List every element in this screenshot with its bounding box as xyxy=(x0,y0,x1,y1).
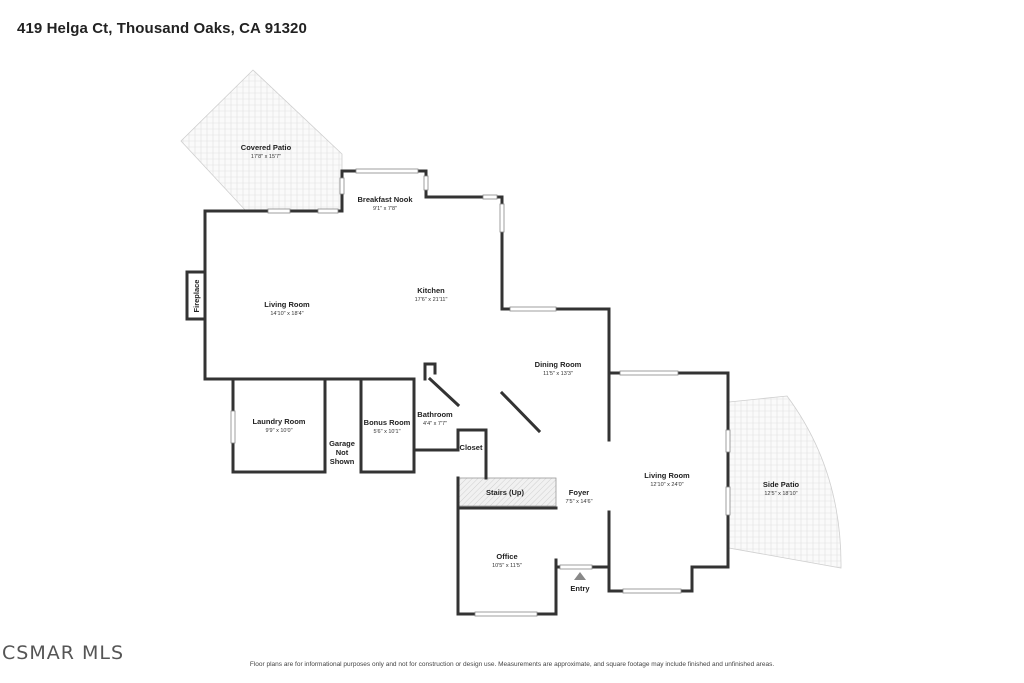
entry-label: Entry xyxy=(570,584,590,593)
bonus-room-name: Bonus Room xyxy=(364,418,411,427)
laundry-room-name: Laundry Room xyxy=(253,417,306,426)
garage-line2: Not xyxy=(336,448,349,457)
bathroom-dims: 4'4" x 7'7" xyxy=(423,421,447,427)
covered-patio-dims: 17'8" x 15'7" xyxy=(251,154,281,160)
office-dims: 10'5" x 11'5" xyxy=(492,563,522,569)
stairs-label: Stairs (Up) xyxy=(486,488,524,497)
fireplace-label: Fireplace xyxy=(192,280,201,313)
kitchen-dims: 17'6" x 21'11" xyxy=(415,297,448,303)
bonus-room-dims: 5'6" x 10'1" xyxy=(373,429,400,435)
garage-line1: Garage xyxy=(329,439,355,448)
disclaimer-text: Floor plans are for informational purpos… xyxy=(249,661,775,668)
living-room-east-dims: 12'10" x 24'0" xyxy=(650,482,683,488)
dining-room-name: Dining Room xyxy=(535,360,582,369)
laundry-room-dims: 9'9" x 10'0" xyxy=(265,428,292,434)
garage-line3: Shown xyxy=(330,457,355,466)
office-name: Office xyxy=(496,552,517,561)
bathroom-name: Bathroom xyxy=(417,410,453,419)
dining-room-dims: 11'5" x 13'3" xyxy=(543,371,573,377)
covered-patio-area xyxy=(180,69,343,212)
walls xyxy=(185,169,730,616)
side-patio-name: Side Patio xyxy=(763,480,800,489)
closet-label: Closet xyxy=(460,443,483,452)
kitchen-name: Kitchen xyxy=(417,286,445,295)
mls-logo: CSMAR MLS xyxy=(2,642,124,664)
stairs-area xyxy=(457,477,557,507)
living-room-east-name: Living Room xyxy=(644,471,690,480)
living-room-west-dims: 14'10" x 18'4" xyxy=(270,311,303,317)
living-room-west-name: Living Room xyxy=(264,300,310,309)
foyer-dims: 7'5" x 14'6" xyxy=(565,499,592,505)
foyer-name: Foyer xyxy=(569,488,590,497)
side-patio-dims: 12'5" x 18'10" xyxy=(764,491,797,497)
windows xyxy=(230,168,731,617)
breakfast-nook-dims: 9'1" x 7'8" xyxy=(373,206,397,212)
breakfast-nook-name: Breakfast Nook xyxy=(357,195,413,204)
covered-patio-name: Covered Patio xyxy=(241,143,292,152)
side-patio-area xyxy=(728,395,842,569)
property-address: 419 Helga Ct, Thousand Oaks, CA 91320 xyxy=(17,20,307,37)
entry-arrow-icon xyxy=(574,572,586,580)
